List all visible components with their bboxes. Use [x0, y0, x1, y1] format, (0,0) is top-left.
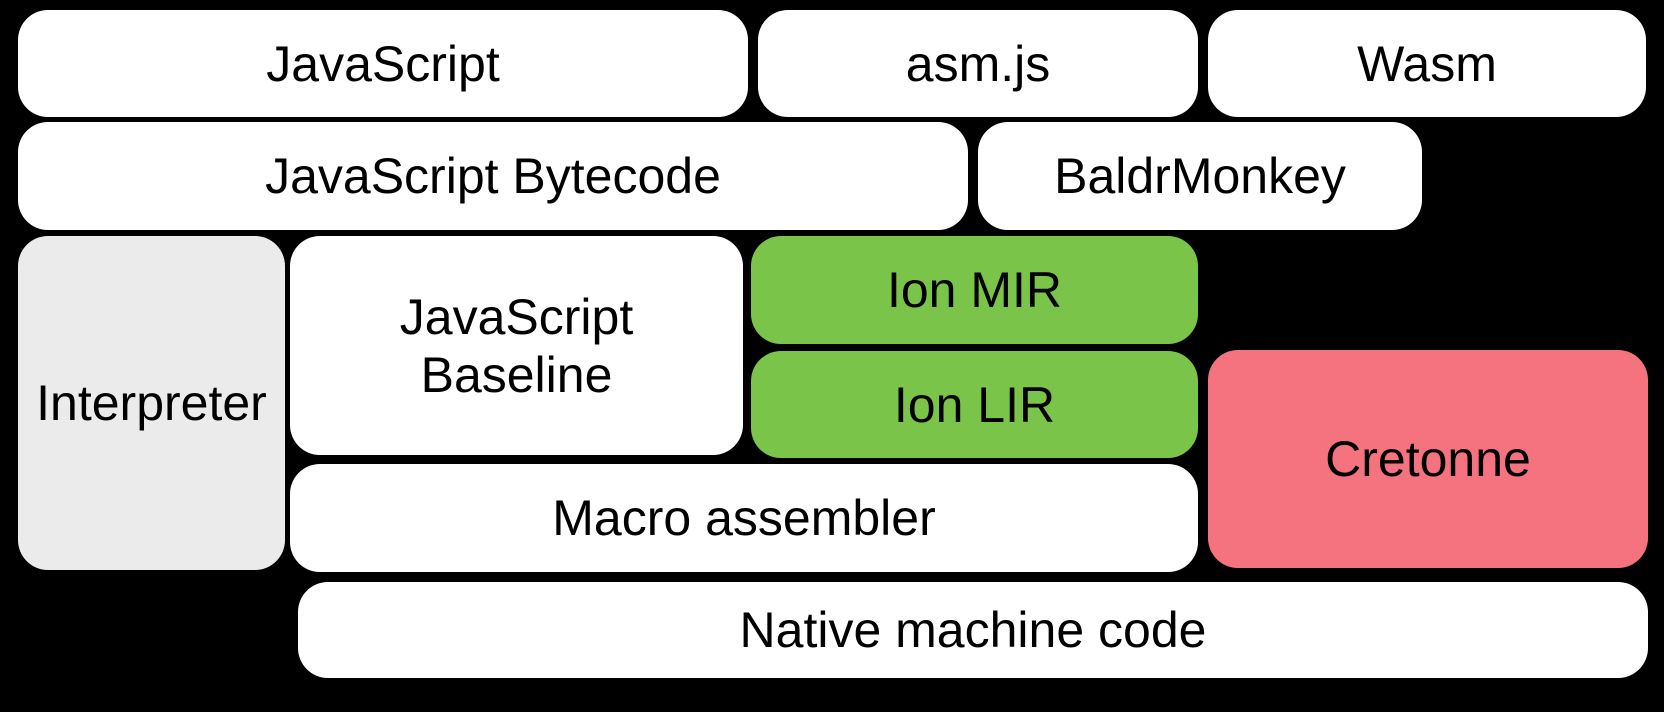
- box-javascript-bytecode-label: JavaScript Bytecode: [265, 148, 721, 204]
- box-ion-mir: Ion MIR: [751, 236, 1198, 344]
- box-javascript-baseline-label-line2: Baseline: [420, 346, 613, 403]
- box-asmjs-label: asm.js: [905, 35, 1051, 92]
- box-baldrmonkey: BaldrMonkey: [978, 122, 1422, 230]
- box-javascript-bytecode: JavaScript Bytecode: [18, 122, 968, 230]
- box-asmjs: asm.js: [758, 10, 1198, 117]
- box-macro-assembler: Macro assembler: [290, 464, 1198, 572]
- box-interpreter: Interpreter: [18, 236, 285, 570]
- box-ion-mir-label: Ion MIR: [886, 262, 1063, 318]
- box-javascript: JavaScript: [18, 10, 748, 117]
- box-javascript-baseline-label-line1: JavaScript: [399, 288, 634, 345]
- box-cretonne: Cretonne: [1208, 350, 1648, 568]
- box-ion-lir-label: Ion LIR: [893, 376, 1056, 433]
- box-baldrmonkey-label: BaldrMonkey: [1054, 148, 1346, 204]
- box-native-machine-code-label: Native machine code: [739, 602, 1207, 658]
- box-interpreter-label: Interpreter: [36, 375, 267, 431]
- box-ion-lir: Ion LIR: [751, 351, 1198, 458]
- box-javascript-baseline: JavaScript Baseline: [290, 236, 743, 455]
- box-javascript-label: JavaScript: [266, 35, 500, 92]
- box-wasm: Wasm: [1208, 10, 1646, 117]
- box-macro-assembler-label: Macro assembler: [552, 490, 936, 546]
- box-wasm-label: Wasm: [1357, 35, 1497, 92]
- box-native-machine-code: Native machine code: [298, 582, 1648, 678]
- box-cretonne-label: Cretonne: [1325, 431, 1531, 487]
